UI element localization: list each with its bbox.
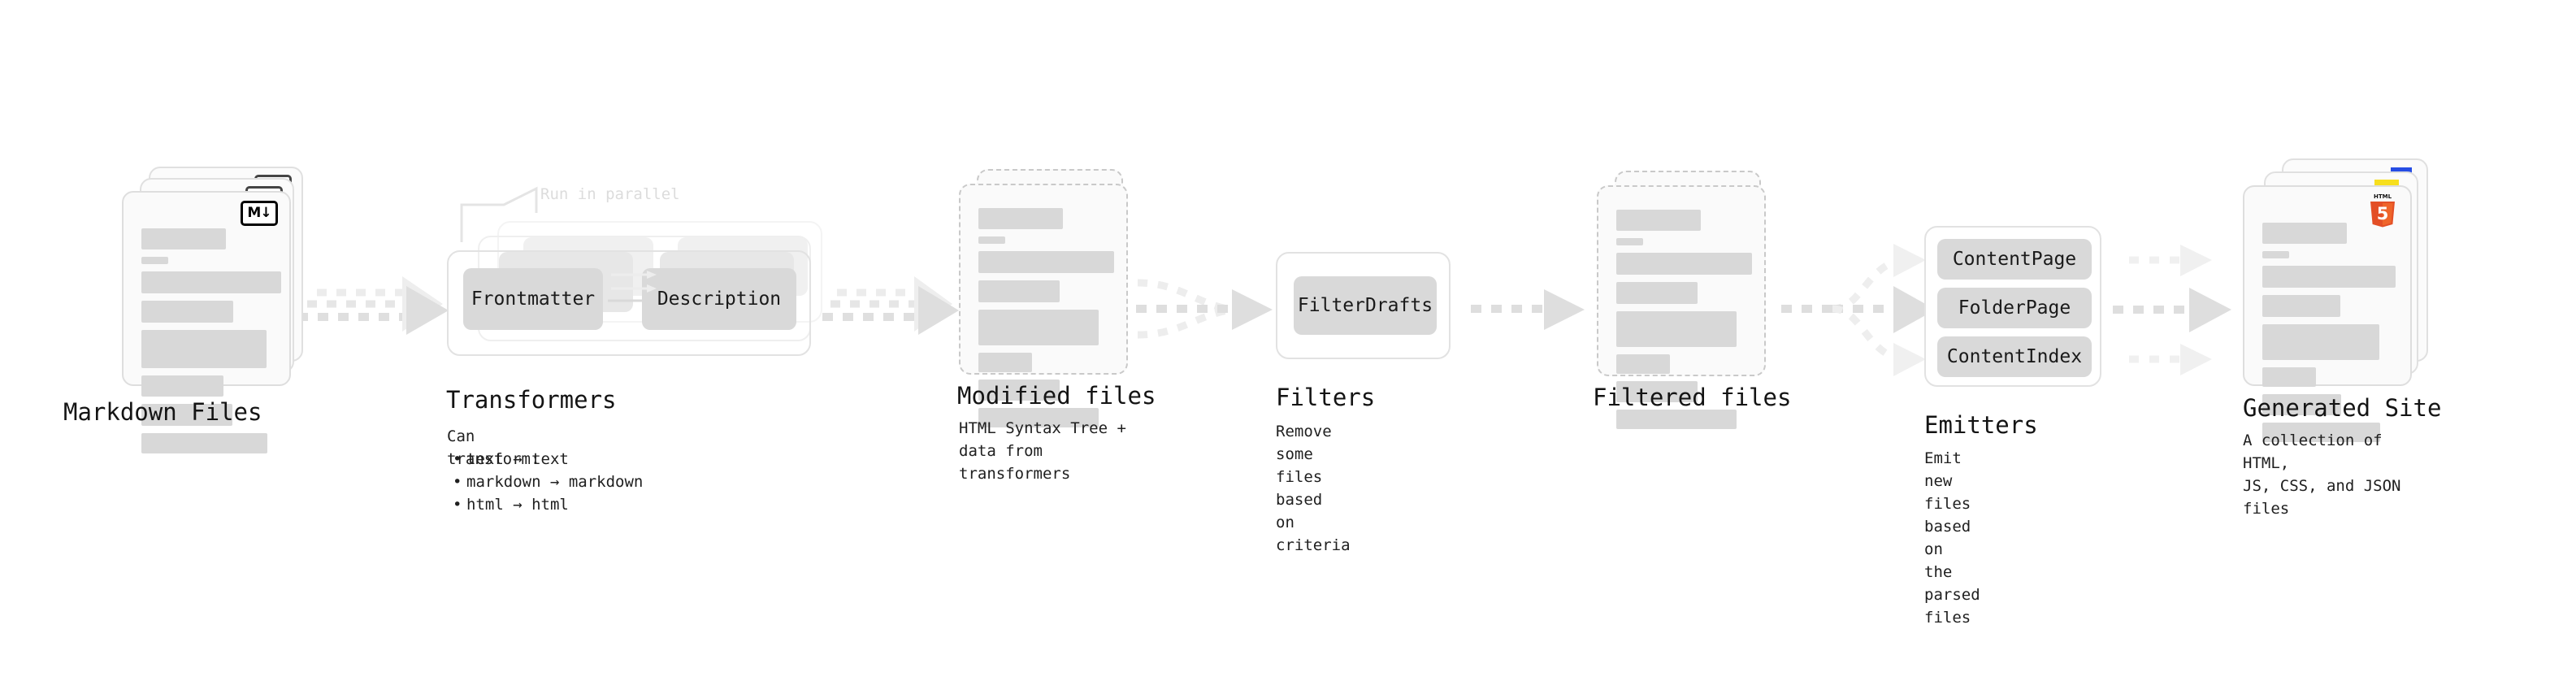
stage-title-transformers: Transformers [446, 386, 617, 414]
markdown-file-stack: M↓ [122, 167, 309, 453]
stage-subtitle-filters: Remove some files based on criteria [1276, 423, 1351, 554]
stage-title-modified-files: Modified files [957, 382, 1156, 410]
filtered-skeleton [1616, 210, 1752, 436]
filtered-card-front [1597, 185, 1766, 429]
svg-text:HTML: HTML [2374, 193, 2392, 200]
transformer-chip-frontmatter[interactable]: Frontmatter [463, 268, 603, 330]
transformer-chip-frontmatter-label: Frontmatter [471, 288, 596, 310]
markdown-badge: M↓ [241, 201, 278, 226]
transformers-bullet-0: text → text [447, 448, 643, 471]
stage-subtitle-modified-files: HTML Syntax Tree + data from transformer… [959, 419, 1126, 483]
transformer-inner-arrows [608, 271, 658, 306]
emitters-group-box: ContentPage FolderPage ContentIndex [1924, 226, 2101, 387]
markdown-card-front: M↓ [122, 191, 291, 453]
filter-chip-filterdrafts[interactable]: FilterDrafts [1294, 276, 1437, 335]
connector-modified-to-filters [1136, 279, 1273, 339]
stage-modified-files: Modified files HTML Syntax Tree + data f… [957, 169, 1156, 483]
transformers-bullet-2: html → html [447, 493, 643, 516]
transformers-bullet-list: text → text markdown → markdown html → h… [447, 448, 643, 516]
stage-title-filtered-files: Filtered files [1593, 384, 1792, 411]
filters-group-box: FilterDrafts [1276, 252, 1451, 359]
connector-filtered-to-emitters [1781, 244, 1936, 376]
filter-chip-filterdrafts-label: FilterDrafts [1297, 295, 1433, 316]
html5-badge: HTML 5 [2370, 193, 2395, 228]
connector-md-to-transformers [297, 276, 449, 335]
emitter-chip-contentindex[interactable]: ContentIndex [1937, 336, 2092, 377]
generated-card-front-html: HTML 5 [2243, 185, 2412, 442]
stage-title-generated-site: Generated Site [2243, 394, 2442, 422]
stage-title-emitters: Emitters [1924, 411, 2038, 439]
transformer-group-front: Frontmatter Description [447, 250, 811, 356]
emitter-chip-folderpage-label: FolderPage [1958, 297, 2071, 319]
connector-filters-to-filtered [1471, 289, 1585, 330]
emitter-chip-contentpage[interactable]: ContentPage [1937, 239, 2092, 280]
svg-text:5: 5 [2377, 204, 2389, 223]
generated-site-stack: HTML 5 [2243, 158, 2438, 442]
emitter-chip-contentindex-label: ContentIndex [1946, 346, 2083, 367]
run-in-parallel-label: Run in parallel [540, 185, 680, 203]
stage-title-filters: Filters [1276, 384, 1376, 411]
generated-skeleton [2262, 223, 2396, 449]
transformers-bullet-1: markdown → markdown [447, 471, 643, 493]
css3-badge [2391, 167, 2412, 175]
stage-title-markdown-files: Markdown Files [63, 398, 262, 426]
stage-markdown-files: M↓ Markdown Files [63, 167, 309, 453]
modified-skeleton [978, 208, 1114, 435]
emitter-chip-folderpage[interactable]: FolderPage [1937, 288, 2092, 328]
emitter-chip-contentpage-label: ContentPage [1952, 249, 2077, 270]
stage-subtitle-generated-site: A collection of HTML, JS, CSS, and JSON … [2243, 432, 2401, 518]
modified-card-front [959, 184, 1128, 427]
connector-emitters-to-site [2113, 245, 2231, 375]
transformer-chip-description-label: Description [657, 288, 782, 310]
transformer-chip-description[interactable]: Description [642, 268, 796, 330]
stage-subtitle-emitters: Emit new files based on the parsed files [1924, 449, 1980, 627]
stage-generated-site: HTML 5 Generated Site A collectio [2243, 158, 2441, 518]
markdown-skeleton [141, 228, 281, 461]
stage-filtered-files: Filtered files [1593, 171, 1791, 429]
filtered-file-stack [1597, 171, 1784, 429]
connector-transformers-to-modified [822, 276, 959, 335]
modified-file-stack [959, 169, 1146, 427]
